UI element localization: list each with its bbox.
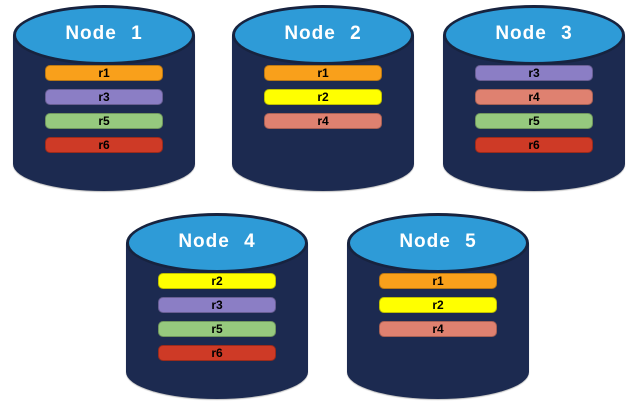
replica-list: r1 r2 r4: [232, 65, 414, 129]
cylinder-top-ellipse: [443, 5, 625, 65]
replica-bar-r1: r1: [45, 65, 163, 81]
replica-bar-r6: r6: [475, 137, 593, 153]
replica-bar-r2: r2: [379, 297, 497, 313]
replica-bar-r2: r2: [264, 89, 382, 105]
replica-list: r1 r3 r5 r6: [13, 65, 195, 153]
cylinder-top-ellipse: [126, 213, 308, 273]
db-node-3: Node 3 r3 r4 r5 r6: [443, 5, 625, 191]
replica-bar-r3: r3: [45, 89, 163, 105]
replica-bar-r6: r6: [158, 345, 276, 361]
replica-bar-r3: r3: [158, 297, 276, 313]
replica-bar-r2: r2: [158, 273, 276, 289]
cylinder-top-ellipse: [232, 5, 414, 65]
db-node-5: Node 5 r1 r2 r4: [347, 213, 529, 399]
replica-bar-r4: r4: [475, 89, 593, 105]
replica-bar-r1: r1: [379, 273, 497, 289]
node-title: Node 1: [65, 23, 143, 44]
node-title: Node 3: [495, 23, 573, 44]
replica-bar-r4: r4: [379, 321, 497, 337]
db-node-1: Node 1 r1 r3 r5 r6: [13, 5, 195, 191]
replica-bar-r1: r1: [264, 65, 382, 81]
db-node-4: Node 4 r2 r3 r5 r6: [126, 213, 308, 399]
cylinder-top-ellipse: [13, 5, 195, 65]
db-node-2: Node 2 r1 r2 r4: [232, 5, 414, 191]
replica-list: r1 r2 r4: [347, 273, 529, 337]
replica-list: r2 r3 r5 r6: [126, 273, 308, 361]
node-title: Node 5: [399, 231, 477, 252]
replica-bar-r6: r6: [45, 137, 163, 153]
replica-list: r3 r4 r5 r6: [443, 65, 625, 153]
replica-bar-r4: r4: [264, 113, 382, 129]
replica-bar-r5: r5: [475, 113, 593, 129]
replica-bar-r5: r5: [158, 321, 276, 337]
node-title: Node 2: [284, 23, 362, 44]
replica-bar-r3: r3: [475, 65, 593, 81]
node-title: Node 4: [178, 231, 256, 252]
replica-bar-r5: r5: [45, 113, 163, 129]
cylinder-top-ellipse: [347, 213, 529, 273]
